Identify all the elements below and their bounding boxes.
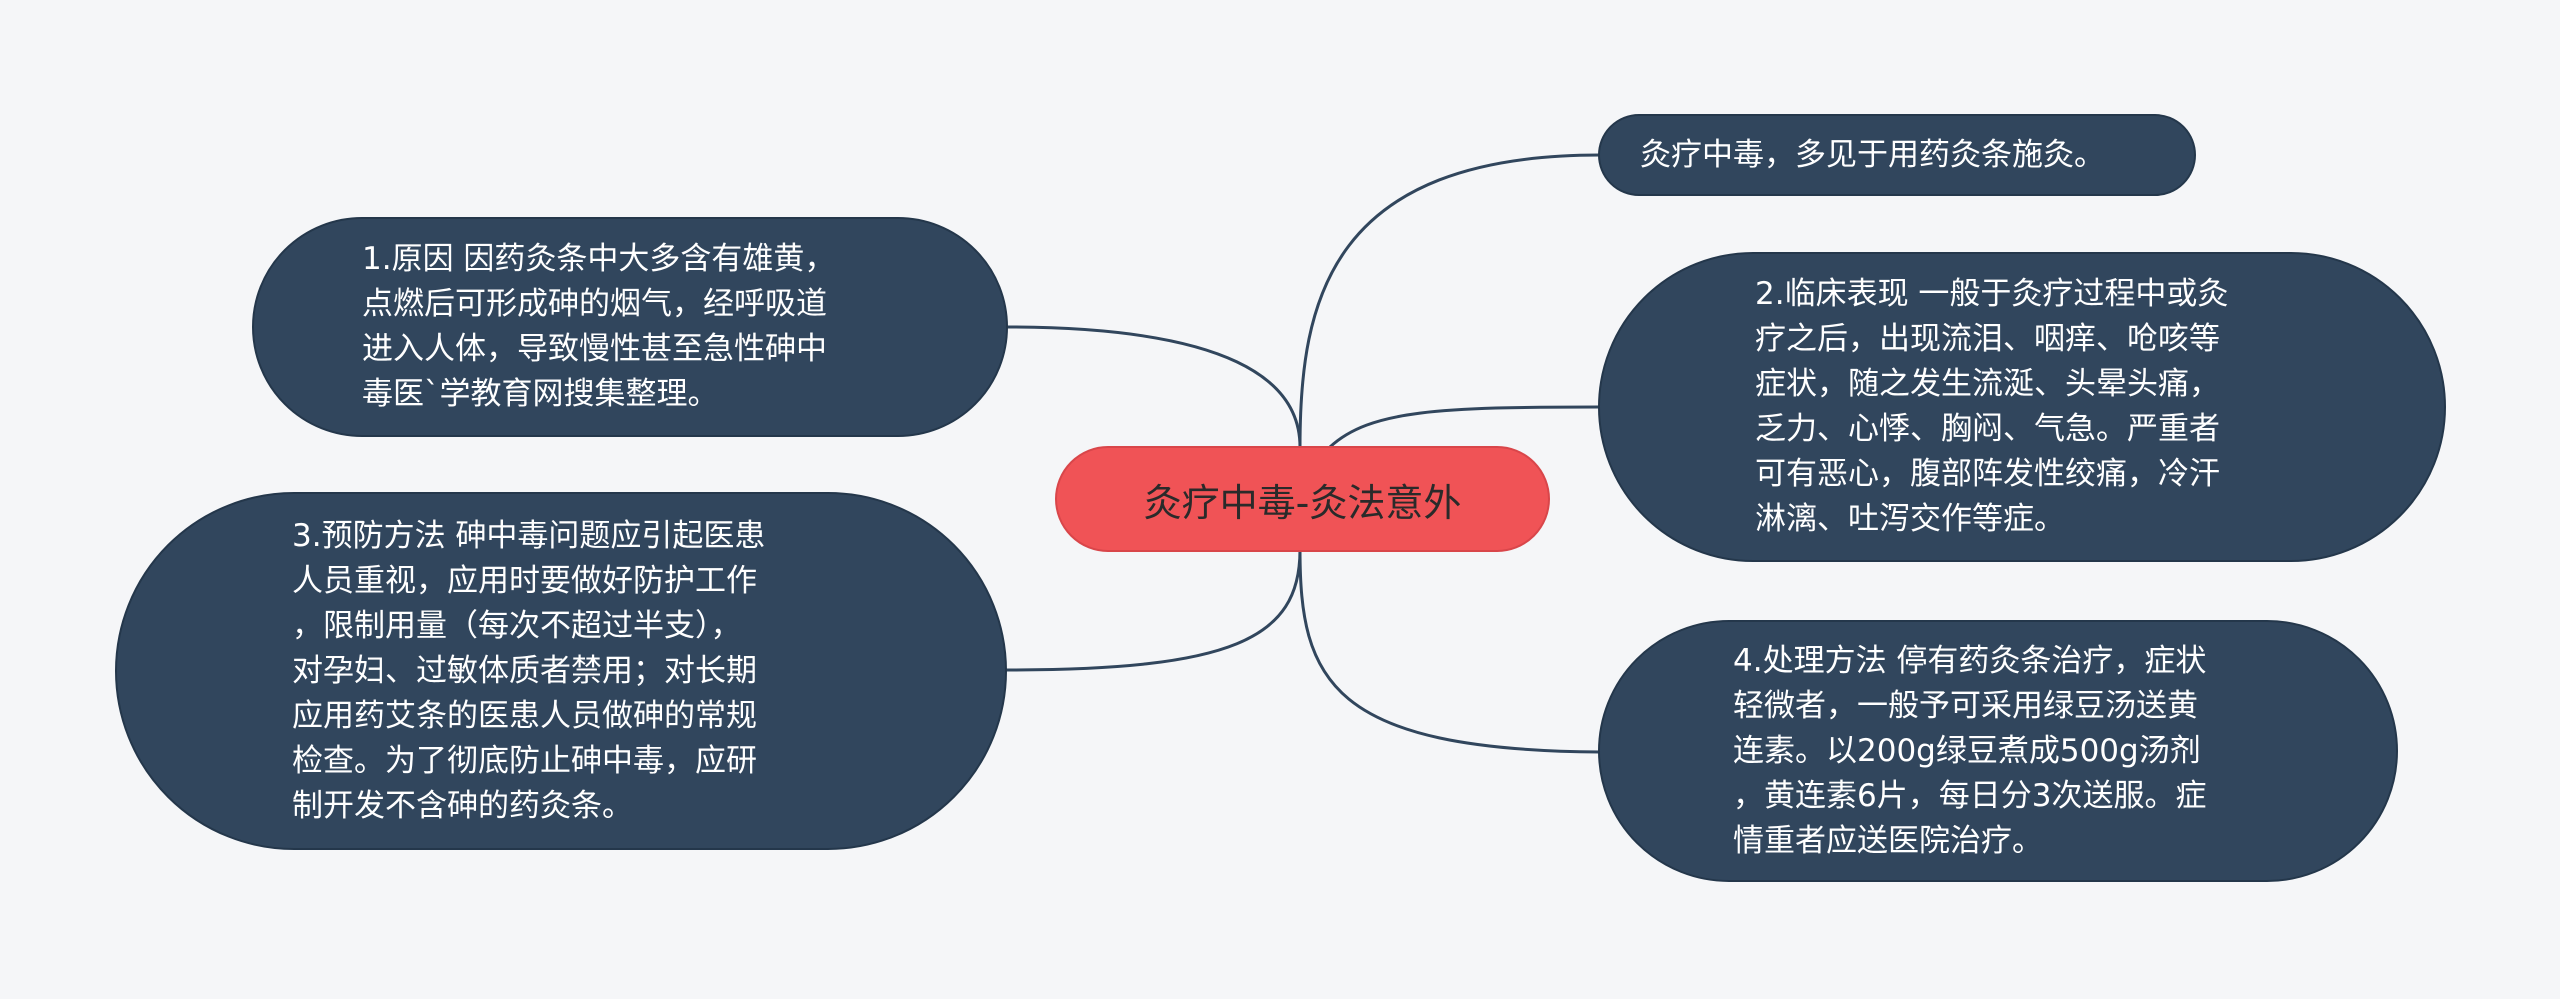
central-topic-label: 灸疗中毒-灸法意外 xyxy=(1143,480,1462,525)
topic-prevention-text: 3.预防方法 砷中毒问题应引起医患 人员重视，应用时要做好防护工作 ，限制用量（… xyxy=(292,517,766,824)
topic-cause[interactable]: 1.原因 因药灸条中大多含有雄黄， 点燃后可形成砷的烟气，经呼吸道 进入人体，导… xyxy=(252,217,1008,437)
topic-summary[interactable]: 灸疗中毒，多见于用药灸条施灸。 xyxy=(1598,114,2196,196)
topic-cause-text: 1.原因 因药灸条中大多含有雄黄， 点燃后可形成砷的烟气，经呼吸道 进入人体，导… xyxy=(362,241,836,412)
topic-clinical-text: 2.临床表现 一般于灸疗过程中或灸 疗之后，出现流泪、咽痒、呛咳等 症状，随之发… xyxy=(1755,276,2229,537)
link-clinical xyxy=(1328,405,1601,449)
link-cause xyxy=(1004,325,1302,448)
topic-treatment-text: 4.处理方法 停有药灸条治疗，症状 轻微者，一般予可采用绿豆汤送黄 连素。以20… xyxy=(1733,642,2207,859)
link-treatment xyxy=(1298,549,1601,754)
topic-summary-text: 灸疗中毒，多见于用药灸条施灸。 xyxy=(1640,136,2105,173)
central-topic[interactable]: 灸疗中毒-灸法意外 xyxy=(1055,446,1550,552)
topic-prevention[interactable]: 3.预防方法 砷中毒问题应引起医患 人员重视，应用时要做好防护工作 ，限制用量（… xyxy=(115,492,1007,850)
topic-clinical[interactable]: 2.临床表现 一般于灸疗过程中或灸 疗之后，出现流泪、咽痒、呛咳等 症状，随之发… xyxy=(1598,252,2446,562)
link-prevention xyxy=(1004,549,1302,672)
link-summary xyxy=(1298,153,1601,448)
topic-treatment[interactable]: 4.处理方法 停有药灸条治疗，症状 轻微者，一般予可采用绿豆汤送黄 连素。以20… xyxy=(1598,620,2398,882)
